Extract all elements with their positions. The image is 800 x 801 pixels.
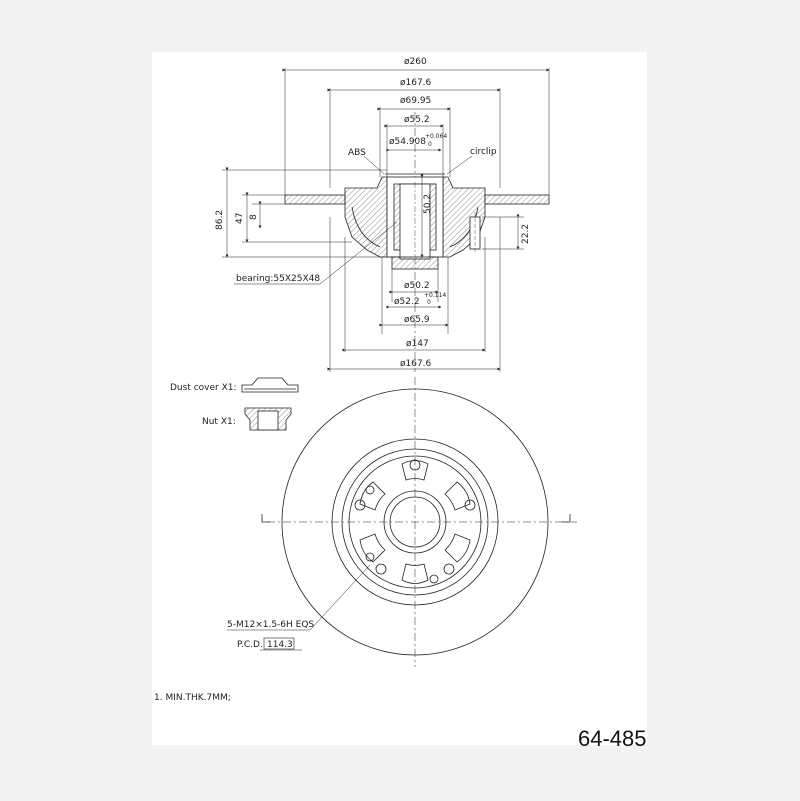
dim-d69-95: ø69.95 bbox=[400, 96, 431, 106]
label-pcd-value: 114.3 bbox=[267, 640, 293, 650]
hub-spigot bbox=[391, 256, 439, 270]
note-min-thickness: 1. MIN.THK.7MM; bbox=[154, 693, 231, 703]
bolt-hole-2 bbox=[464, 499, 476, 511]
drawing-sheet: ø260 ø167.6 ø69.95 ø55.2 ø54.908 +0.064 … bbox=[152, 52, 647, 745]
circlip-leader bbox=[446, 155, 473, 175]
hub-pocket-right bbox=[449, 206, 479, 248]
bolt-hole-1 bbox=[409, 459, 421, 471]
bolt-hole-extra-bottom bbox=[365, 552, 375, 562]
dim-d52-2-tol-upper: +0.114 bbox=[424, 292, 446, 299]
dim-d54-908-tol-upper: +0.064 bbox=[425, 133, 447, 140]
dim-d52-2-tol-lower: 0 bbox=[427, 299, 431, 306]
label-abs: ABS bbox=[348, 148, 366, 158]
dim-h47: 47 bbox=[235, 213, 245, 224]
dim-d55-2: ø55.2 bbox=[404, 115, 430, 125]
dim-d52-2: ø52.2 bbox=[394, 297, 420, 307]
thread-leader bbox=[227, 564, 371, 631]
label-circlip: circlip bbox=[470, 147, 497, 157]
bottom-dimensions bbox=[327, 217, 501, 372]
hub-body-left bbox=[344, 176, 388, 258]
disc-flange-left bbox=[284, 194, 346, 205]
section-view bbox=[222, 68, 550, 372]
dim-d65-9: ø65.9 bbox=[404, 315, 430, 325]
disc-outer-rim bbox=[281, 388, 549, 656]
dim-d147: ø147 bbox=[406, 339, 429, 349]
dim-d167-6-bottom: ø167.6 bbox=[400, 359, 432, 369]
face-view bbox=[227, 377, 577, 667]
bolt-hole-5 bbox=[354, 499, 366, 511]
label-thread: 5-M12×1.5-6H EQS bbox=[227, 620, 314, 630]
abs-leader bbox=[363, 155, 385, 175]
hub-outer bbox=[331, 438, 499, 606]
dim-d50-2-bottom: ø50.2 bbox=[404, 281, 430, 291]
bolt-hole-4 bbox=[375, 563, 387, 575]
pcd-box bbox=[263, 637, 295, 650]
label-nut: Nut X1: bbox=[202, 417, 236, 427]
bolt-hole-extra-top bbox=[365, 485, 375, 495]
hub-pocket-left bbox=[351, 206, 381, 248]
dim-d167-6-top: ø167.6 bbox=[400, 78, 432, 88]
label-bearing: bearing:55X25X48 bbox=[236, 274, 320, 284]
dim-d260: ø260 bbox=[404, 57, 427, 67]
center-bore-inner bbox=[389, 496, 441, 548]
dust-cover-drawing bbox=[241, 377, 299, 393]
bolt-hole-3 bbox=[443, 563, 455, 575]
dim-h50-2: 50.2 bbox=[423, 194, 433, 214]
right-dimension bbox=[482, 214, 524, 250]
dim-d54-908: ø54.908 bbox=[389, 137, 426, 147]
dim-h8: 8 bbox=[249, 214, 259, 220]
hub-pockets bbox=[359, 460, 471, 584]
top-dimensions bbox=[282, 68, 550, 195]
part-number: 64-485 bbox=[578, 726, 647, 751]
label-pcd: P.C.D. bbox=[237, 640, 263, 650]
technical-drawing: ø260 ø167.6 ø69.95 ø55.2 ø54.908 +0.064 … bbox=[154, 57, 577, 703]
bearing-leader bbox=[234, 221, 398, 285]
hub-ring bbox=[341, 448, 489, 596]
bolt-hole-extra-r bbox=[429, 574, 439, 584]
hub-ring-inner bbox=[348, 455, 482, 589]
dim-h22-2: 22.2 bbox=[521, 224, 531, 244]
center-bore bbox=[383, 490, 447, 554]
disc-flange-right bbox=[484, 194, 550, 205]
nut-drawing bbox=[244, 407, 292, 431]
dim-h86-2: 86.2 bbox=[215, 210, 225, 230]
left-dimensions bbox=[222, 167, 424, 258]
dim-d54-908-tol-lower: 0 bbox=[428, 141, 432, 148]
label-dust-cover: Dust cover X1: bbox=[170, 383, 237, 393]
